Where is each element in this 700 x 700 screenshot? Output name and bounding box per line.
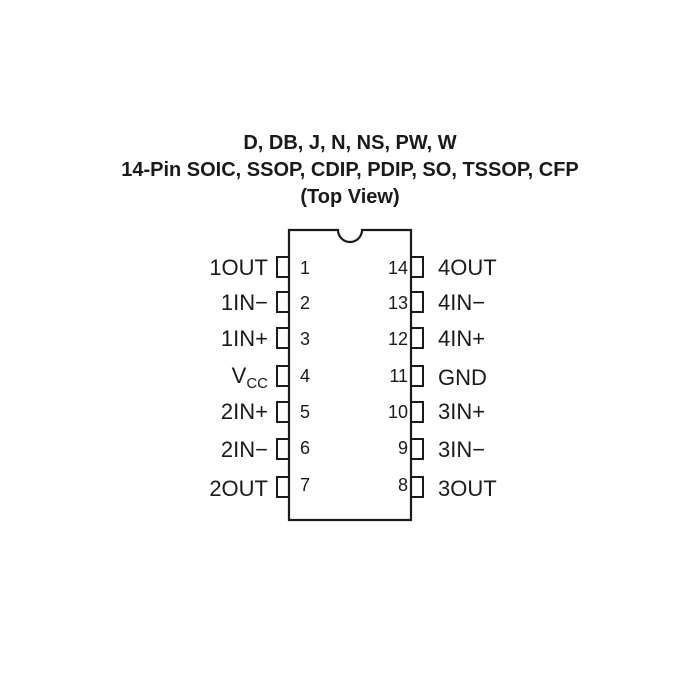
- pin-4-label-subscript: CC: [246, 375, 268, 392]
- pin-1-label: 1OUT: [209, 255, 268, 280]
- pin-2-stub: [276, 291, 289, 313]
- pin-14-stub: [411, 256, 424, 278]
- pin-8-label: 3OUT: [438, 476, 497, 501]
- pin-8-stub: [411, 476, 424, 498]
- pin-4-label-main: V: [231, 363, 247, 388]
- chip-body: [287, 228, 413, 522]
- package-list: D, DB, J, N, NS, PW, W: [243, 132, 457, 154]
- pin-4-label: VCC: [231, 363, 268, 393]
- pin-6-label: 2IN−: [220, 437, 268, 462]
- pin-1-stub: [276, 256, 289, 278]
- right-pin-stubs: [411, 256, 424, 498]
- pin-10-label: 3IN+: [438, 399, 486, 424]
- pin-10-stub: [411, 401, 424, 423]
- pin-12-stub: [411, 327, 424, 349]
- view-label: (Top View): [300, 186, 400, 208]
- pin-4-number: 4: [300, 366, 311, 386]
- pin-11-number: 11: [389, 366, 408, 386]
- pin-7-label: 2OUT: [209, 476, 268, 501]
- pin-4-stub: [276, 365, 289, 387]
- pin-2-number: 2: [300, 293, 311, 313]
- pin-9-number: 9: [397, 438, 408, 458]
- pin-5-label: 2IN+: [220, 399, 268, 424]
- pin-1-number: 1: [300, 258, 311, 278]
- pin-3-stub: [276, 327, 289, 349]
- pin-13-stub: [411, 291, 424, 313]
- pin-9-label: 3IN−: [438, 437, 486, 462]
- pin-13-label: 4IN−: [438, 290, 486, 315]
- pin-8-number: 8: [397, 475, 408, 495]
- pin-11-stub: [411, 365, 424, 387]
- package-types: 14-Pin SOIC, SSOP, CDIP, PDIP, SO, TSSOP…: [121, 159, 579, 181]
- pin-12-label: 4IN+: [438, 326, 486, 351]
- chip-outline: [287, 228, 413, 522]
- pin-7-number: 7: [300, 475, 311, 495]
- pin-3-label: 1IN+: [220, 326, 268, 351]
- pin-2-label: 1IN−: [220, 290, 268, 315]
- pin-13-number: 13: [387, 293, 408, 313]
- pin-6-stub: [276, 438, 289, 460]
- pin-9-stub: [411, 438, 424, 460]
- pin-14-label: 4OUT: [438, 255, 497, 280]
- pin-12-number: 12: [387, 329, 408, 349]
- pin-10-number: 10: [387, 402, 408, 422]
- pin-11-label: GND: [438, 365, 487, 390]
- pin-5-stub: [276, 401, 289, 423]
- pin-3-number: 3: [300, 329, 311, 349]
- pin-6-number: 6: [300, 438, 311, 458]
- left-pin-stubs: [276, 256, 289, 498]
- pin-7-stub: [276, 476, 289, 498]
- pin-5-number: 5: [300, 402, 311, 422]
- pin-14-number: 14: [387, 258, 408, 278]
